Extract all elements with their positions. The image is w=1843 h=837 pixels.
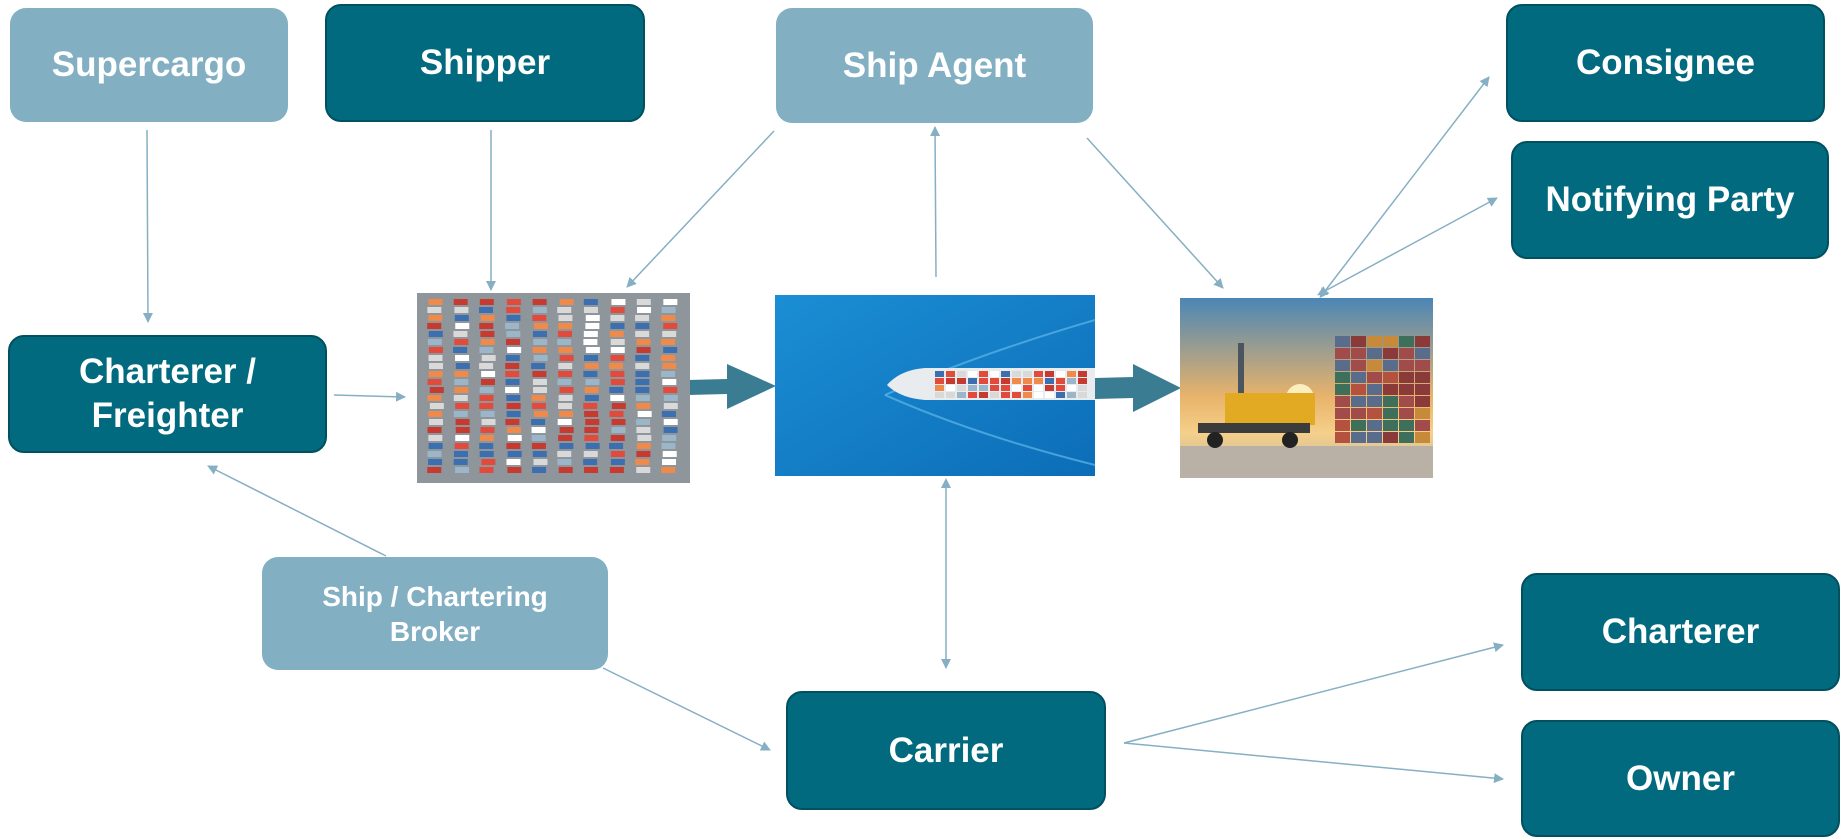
arrow-broker-to-carrier bbox=[602, 667, 771, 751]
shipper-label: Shipper bbox=[419, 43, 551, 83]
charterer-box: Charterer bbox=[1521, 573, 1840, 691]
arrow-terminal-consignee bbox=[1319, 76, 1490, 299]
charterer-label: Charterer bbox=[1601, 612, 1760, 652]
supercargo-box: Supercargo bbox=[10, 8, 288, 122]
charterer-freighter-label: Charterer / Freighter bbox=[78, 352, 257, 435]
ship-agent-label: Ship Agent bbox=[842, 45, 1027, 85]
consignee-label: Consignee bbox=[1576, 43, 1755, 83]
arrow-ship-agent-to-terminal bbox=[1086, 137, 1224, 289]
owner-box: Owner bbox=[1521, 720, 1840, 837]
ship-icon bbox=[775, 295, 1095, 476]
terminal-icon bbox=[1180, 298, 1433, 478]
container-terminal-image bbox=[1180, 298, 1433, 478]
arrow-supercargo-to-charterer-freighter bbox=[142, 129, 153, 323]
arrow-ship-to-ship-agent bbox=[930, 126, 941, 278]
container-port-image bbox=[417, 293, 690, 483]
broker-label: Ship / Chartering Broker bbox=[322, 580, 548, 647]
notifying-party-label: Notifying Party bbox=[1545, 180, 1795, 220]
supercargo-label: Supercargo bbox=[51, 45, 247, 85]
charterer-freighter-box: Charterer / Freighter bbox=[8, 335, 327, 453]
arrow-terminal-notifying-party bbox=[1317, 197, 1498, 296]
container-ship-image bbox=[775, 295, 1095, 476]
consignee-box: Consignee bbox=[1506, 4, 1825, 122]
carrier-label: Carrier bbox=[888, 730, 1004, 770]
thick-arrow-ship-to-terminal bbox=[1095, 364, 1181, 412]
shipper-box: Shipper bbox=[325, 4, 645, 122]
arrow-carrier-to-owner bbox=[1123, 742, 1504, 784]
thick-arrow-port-to-ship bbox=[688, 364, 776, 409]
broker-box: Ship / Chartering Broker bbox=[262, 557, 608, 670]
ship-agent-box: Ship Agent bbox=[776, 8, 1093, 123]
arrow-carrier-to-charterer bbox=[1123, 642, 1504, 744]
arrow-broker-to-charterer-freighter bbox=[207, 465, 387, 557]
port-icon bbox=[417, 293, 690, 483]
arrow-ship-agent-to-port bbox=[626, 130, 775, 288]
notifying-party-box: Notifying Party bbox=[1511, 141, 1829, 259]
owner-label: Owner bbox=[1626, 758, 1735, 798]
arrow-charterer-freighter-to-port bbox=[333, 391, 406, 402]
carrier-box: Carrier bbox=[786, 691, 1106, 810]
